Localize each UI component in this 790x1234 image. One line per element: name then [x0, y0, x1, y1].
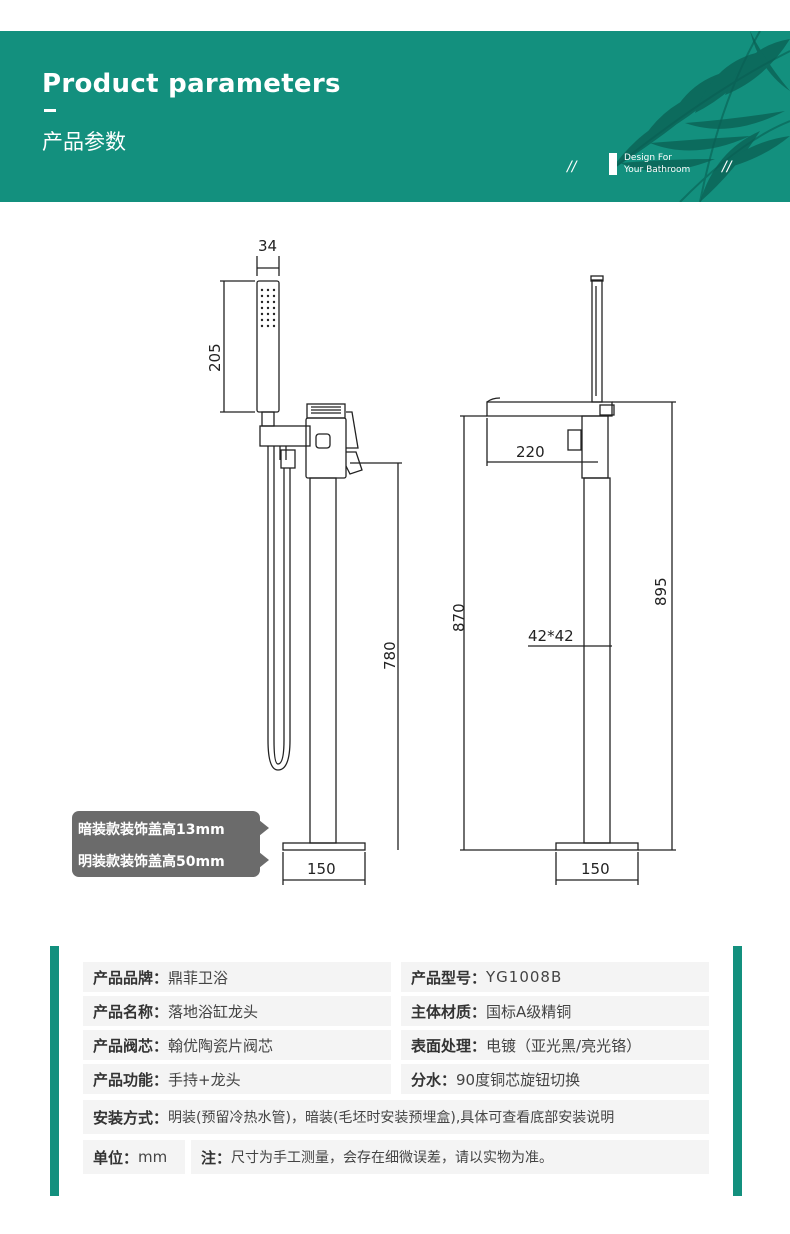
dim-150-left: 150: [307, 860, 336, 878]
spec-function: 产品功能： 手持+龙头: [83, 1064, 391, 1094]
spec-install-value: 明装(预留冷热水管)，暗装(毛坯时安装预埋盒),具体可查看底部安装说明: [168, 1110, 615, 1126]
spec-model: 产品型号： YG1008B: [401, 962, 709, 992]
cover-height-note: [72, 811, 260, 877]
slash-mark-left: //: [567, 159, 577, 175]
spec-unit-value: mm: [138, 1148, 168, 1166]
dim-870: 870: [450, 603, 468, 632]
dim-42x42: 42*42: [528, 627, 574, 645]
spec-brand: 产品品牌： 鼎菲卫浴: [83, 962, 391, 992]
dim-780: 780: [381, 641, 399, 670]
note-arrow-lower: [259, 852, 269, 868]
spec-accent-left: [50, 946, 59, 1196]
right-handshower: [591, 279, 603, 403]
dim-895: 895: [652, 577, 670, 606]
spec-note-value: 尺寸为手工测量，会存在细微误差，请以实物为准。: [231, 1150, 554, 1166]
spec-material-label: 主体材质：: [411, 1002, 487, 1021]
spec-name: 产品名称： 落地浴缸龙头: [83, 996, 391, 1026]
spec-surface-value: 电镀（亚光黑/亮光铬）: [486, 1036, 642, 1055]
dim-205: 205: [206, 343, 224, 372]
spec-note: 注： 尺寸为手工测量，会存在细微误差，请以实物为准。: [191, 1140, 709, 1174]
spec-install: 安装方式： 明装(预留冷热水管)，暗装(毛坯时安装预埋盒),具体可查看底部安装说…: [83, 1100, 709, 1134]
spec-surface-label: 表面处理：: [411, 1036, 487, 1055]
spec-name-label: 产品名称：: [93, 1002, 169, 1021]
spec-unit-label: 单位：: [93, 1148, 139, 1167]
spec-install-label: 安装方式：: [93, 1108, 169, 1127]
spec-split-value: 90度铜芯旋钮切换: [456, 1070, 581, 1089]
technical-drawing: 34 205 780 150 220 870 895 42*42 150: [206, 237, 676, 885]
spec-brand-value: 鼎菲卫浴: [168, 968, 229, 987]
design-tag-line1: Design For: [624, 153, 672, 163]
spec-material: 主体材质： 国标A级精铜: [401, 996, 709, 1026]
dim-34: 34: [258, 237, 277, 255]
spec-split: 分水： 90度铜芯旋钮切换: [401, 1064, 709, 1094]
spec-split-label: 分水：: [411, 1070, 457, 1089]
dim-220: 220: [516, 443, 545, 461]
spec-brand-label: 产品品牌：: [93, 968, 169, 987]
spec-valve-value: 翰优陶瓷片阀芯: [168, 1036, 274, 1055]
spec-unit: 单位： mm: [83, 1140, 185, 1174]
spec-surface: 表面处理： 电镀（亚光黑/亮光铬）: [401, 1030, 709, 1060]
tag-bar: [609, 153, 617, 175]
note-arrow-upper: [259, 820, 269, 836]
slash-mark-right: //: [722, 159, 732, 175]
spec-model-value: YG1008B: [486, 968, 563, 986]
design-tag: Design For Your Bathroom: [624, 152, 690, 176]
note-concealed: 暗装款装饰盖高13mm: [78, 822, 225, 838]
page-title: Product parameters: [42, 69, 341, 99]
design-tag-line2: Your Bathroom: [624, 165, 691, 175]
palm-leaf-decoration: [609, 31, 790, 202]
spec-valve: 产品阀芯： 翰优陶瓷片阀芯: [83, 1030, 391, 1060]
page-subtitle: 产品参数: [42, 130, 126, 154]
handshower-holes: [260, 288, 276, 328]
note-exposed: 明装款装饰盖高50mm: [78, 854, 225, 870]
spec-model-label: 产品型号：: [411, 968, 487, 987]
dim-150-right: 150: [581, 860, 610, 878]
spec-accent-right: [733, 946, 742, 1196]
spec-material-value: 国标A级精铜: [486, 1002, 572, 1021]
handshower-head: [256, 280, 280, 413]
spec-function-value: 手持+龙头: [168, 1070, 241, 1089]
header-banner: Product parameters 产品参数 // Design For Yo…: [0, 31, 790, 202]
spec-name-value: 落地浴缸龙头: [168, 1002, 259, 1021]
spec-note-label: 注：: [201, 1148, 232, 1167]
spec-function-label: 产品功能：: [93, 1070, 169, 1089]
title-underline: [44, 109, 56, 112]
spec-valve-label: 产品阀芯：: [93, 1036, 169, 1055]
